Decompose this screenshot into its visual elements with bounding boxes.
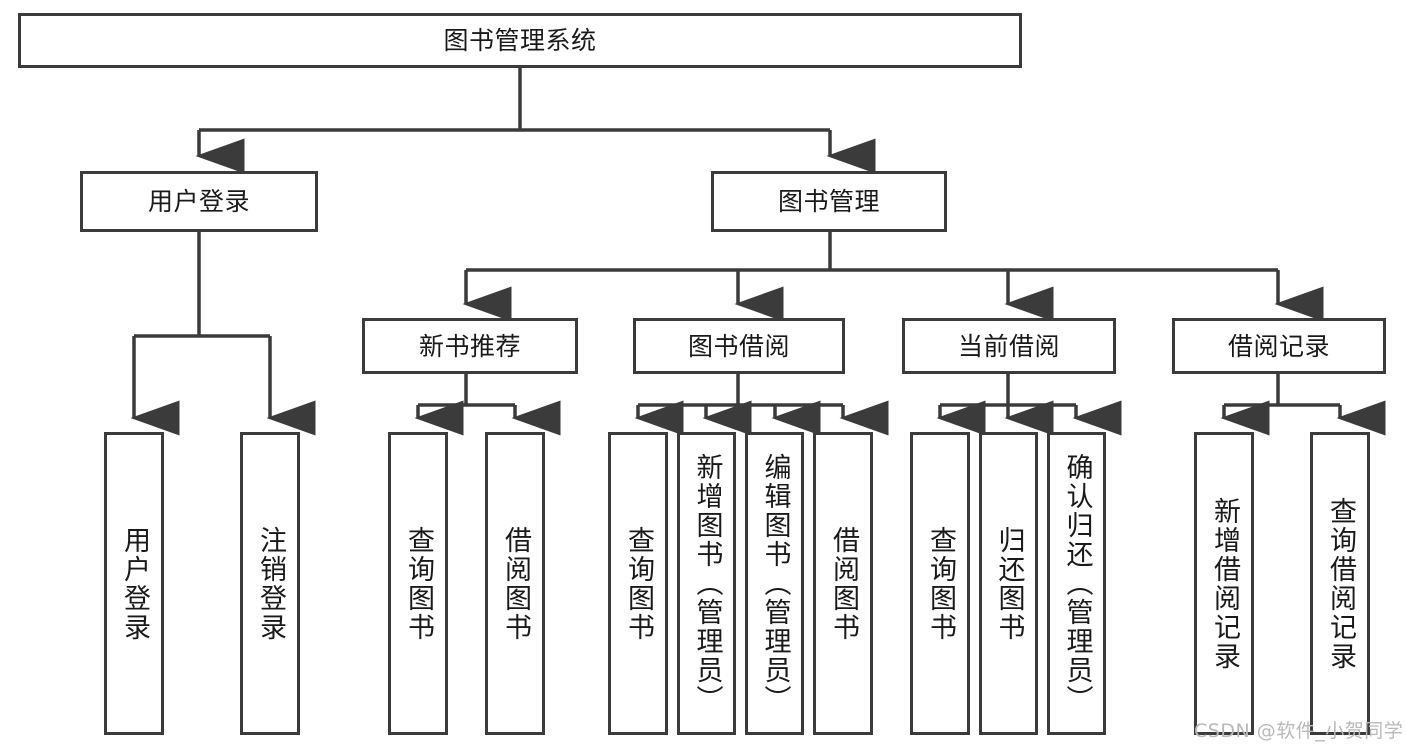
leaf-user-login-login[interactable]: 用户登录 xyxy=(104,432,164,735)
node-label: 借阅图书 xyxy=(500,525,532,642)
node-label: 借阅记录 xyxy=(1227,331,1330,361)
node-label: 当前借阅 xyxy=(957,331,1060,361)
leaf-new-book-borrow[interactable]: 借阅图书 xyxy=(485,432,545,735)
node-borrow-record[interactable]: 借阅记录 xyxy=(1172,318,1386,374)
node-label: 确认归还（管理员） xyxy=(1061,453,1093,714)
leaf-user-login-logout[interactable]: 注销登录 xyxy=(240,432,300,735)
node-label: 查询图书 xyxy=(403,525,435,642)
leaf-new-book-query[interactable]: 查询图书 xyxy=(388,432,448,735)
leaf-current-return-book[interactable]: 归还图书 xyxy=(979,432,1038,735)
leaf-record-query-record[interactable]: 查询借阅记录 xyxy=(1310,432,1370,735)
node-label: 图书借阅 xyxy=(687,331,790,361)
node-label: 用户登录 xyxy=(147,187,250,216)
csdn-watermark: CSDN @软件_小贺同学 xyxy=(1194,720,1404,742)
node-label: 图书管理 xyxy=(777,187,880,216)
leaf-borrow-add-book-admin[interactable]: 新增图书（管理员） xyxy=(677,432,736,735)
node-label: 借阅图书 xyxy=(828,525,860,642)
leaf-borrow-query-book[interactable]: 查询图书 xyxy=(608,432,668,735)
node-label: 编辑图书（管理员） xyxy=(759,453,791,714)
node-root-book-management-system[interactable]: 图书管理系统 xyxy=(18,13,1022,68)
leaf-current-query-book[interactable]: 查询图书 xyxy=(910,432,970,735)
leaf-borrow-borrow-book[interactable]: 借阅图书 xyxy=(813,432,873,735)
leaf-current-confirm-return-admin[interactable]: 确认归还（管理员） xyxy=(1047,432,1106,735)
node-label: 新增借阅记录 xyxy=(1209,496,1241,671)
node-label: 图书管理系统 xyxy=(443,26,597,55)
node-label: 新书推荐 xyxy=(418,331,521,361)
node-user-login[interactable]: 用户登录 xyxy=(80,171,318,232)
node-label: 查询借阅记录 xyxy=(1325,496,1357,671)
node-label: 查询图书 xyxy=(925,525,957,642)
node-label: 归还图书 xyxy=(993,525,1025,642)
node-book-management[interactable]: 图书管理 xyxy=(711,171,947,232)
node-current-borrow[interactable]: 当前借阅 xyxy=(902,318,1116,374)
node-new-book-recommend[interactable]: 新书推荐 xyxy=(362,318,578,374)
leaf-borrow-edit-book-admin[interactable]: 编辑图书（管理员） xyxy=(745,432,804,735)
leaf-record-add-record[interactable]: 新增借阅记录 xyxy=(1194,432,1254,735)
node-label: 注销登录 xyxy=(255,525,287,642)
node-label: 用户登录 xyxy=(119,525,151,642)
node-label: 新增图书（管理员） xyxy=(691,453,723,714)
node-label: 查询图书 xyxy=(623,525,655,642)
node-book-borrow[interactable]: 图书借阅 xyxy=(633,318,845,374)
